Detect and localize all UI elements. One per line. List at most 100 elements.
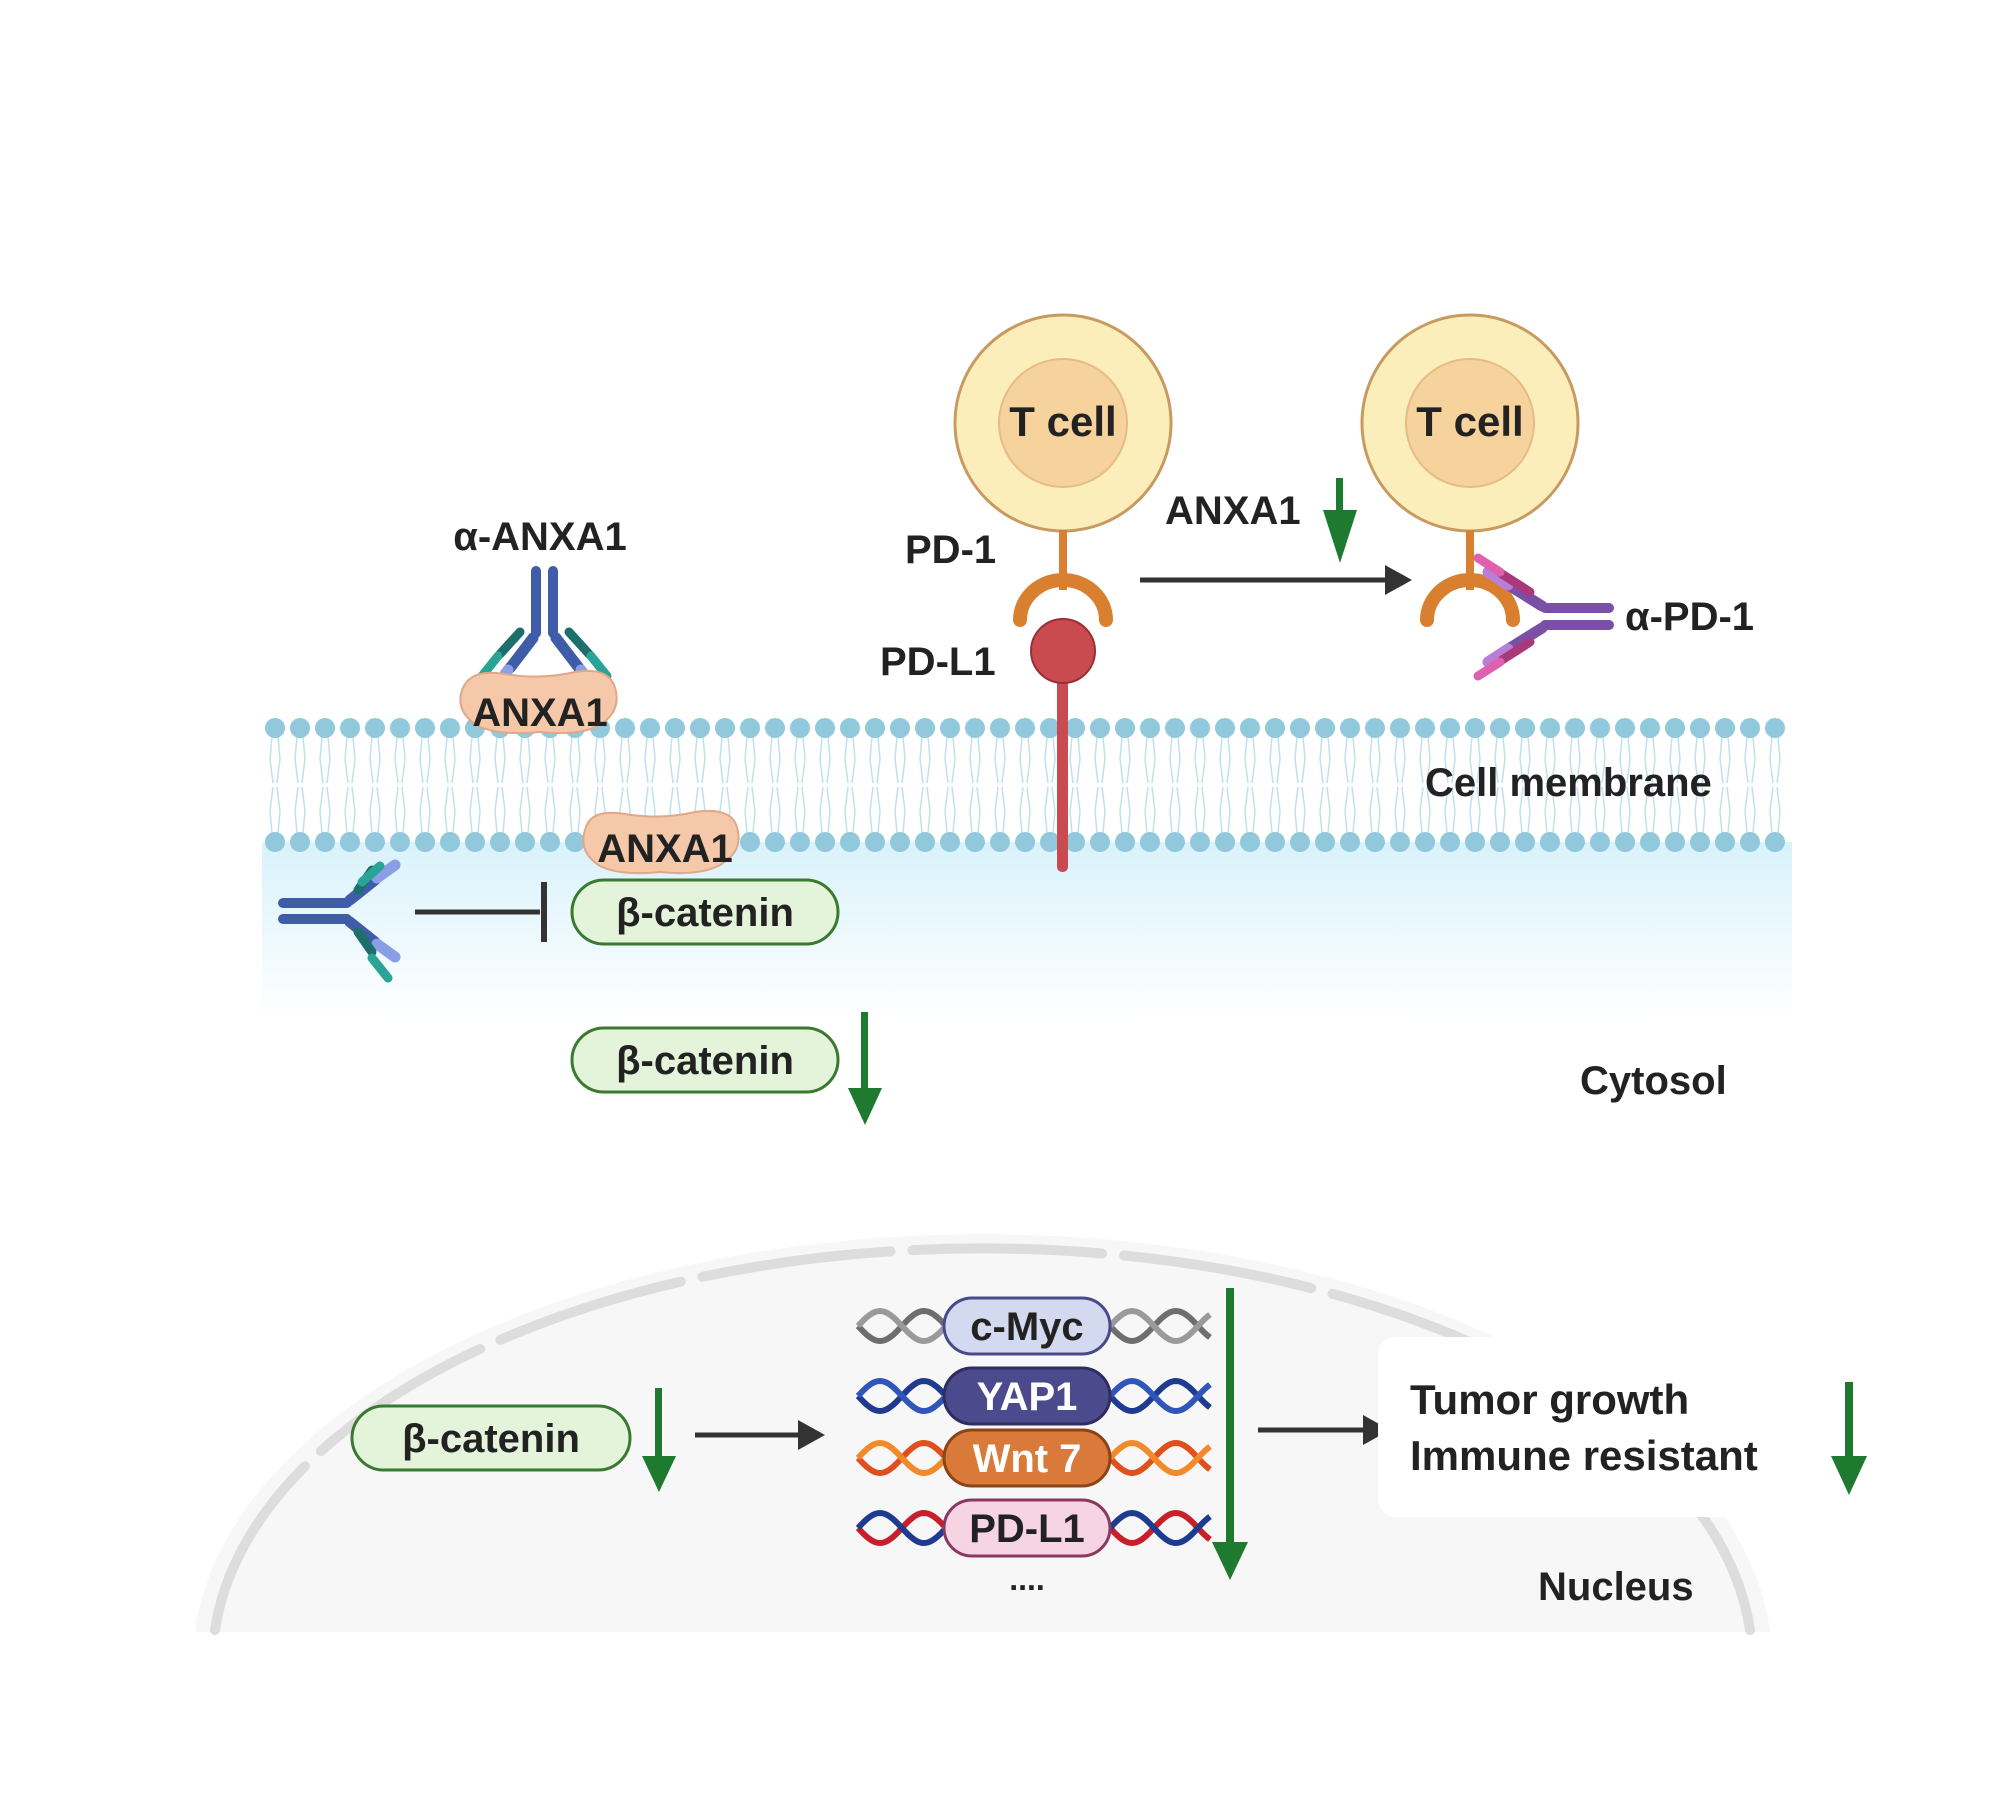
lipid-head	[1315, 718, 1335, 738]
lipid-head	[1590, 718, 1610, 738]
lipid-tail	[744, 736, 756, 784]
lipid-tail	[1144, 786, 1156, 834]
lipid-tail	[1694, 786, 1706, 834]
lipid-tail	[294, 736, 306, 784]
lipid-head	[1215, 718, 1235, 738]
lipid-head	[1540, 832, 1560, 852]
lipid-head	[1165, 718, 1185, 738]
t-cell-right: T cell	[1360, 313, 1580, 533]
lipid-tail	[694, 736, 706, 784]
lipid-tail	[469, 736, 481, 784]
lipid-head	[1390, 832, 1410, 852]
lipid-tail	[994, 736, 1006, 784]
lipid-tail	[1344, 736, 1356, 784]
lipid-head	[740, 718, 760, 738]
lipid-tail	[969, 736, 981, 784]
lipid-head	[515, 832, 535, 852]
lipid-head	[990, 718, 1010, 738]
lipid-head	[1490, 832, 1510, 852]
lipid-head	[915, 718, 935, 738]
lipid-tail	[1244, 786, 1256, 834]
lipid-tail	[819, 786, 831, 834]
beta-catenin-membrane-label: β-catenin	[616, 891, 794, 935]
lipid-tail	[1294, 736, 1306, 784]
dna-helix-cmyc	[855, 1307, 947, 1345]
lipid-tail	[269, 736, 281, 784]
lipid-head	[1215, 832, 1235, 852]
lipid-head	[615, 718, 635, 738]
dna-helices	[855, 1307, 1212, 1547]
lipid-tail	[419, 736, 431, 784]
lipid-tail	[744, 786, 756, 834]
lipid-tail	[1269, 736, 1281, 784]
lipid-head	[865, 832, 885, 852]
t-cell-left-label: T cell	[1009, 398, 1116, 445]
lipid-tail	[544, 736, 556, 784]
lipid-tail	[1669, 736, 1681, 784]
lipid-head	[1115, 718, 1135, 738]
lipid-head	[965, 718, 985, 738]
lipid-tail	[1419, 736, 1431, 784]
lipid-head	[940, 832, 960, 852]
lipid-tail	[344, 736, 356, 784]
lipid-head	[790, 832, 810, 852]
lipid-head	[1765, 718, 1785, 738]
gene-pdl1: PD-L1	[942, 1498, 1112, 1558]
lipid-tail	[1619, 736, 1631, 784]
lipid-tail	[869, 786, 881, 834]
outcome-box: Tumor growth Immune resistant	[1378, 1337, 1798, 1517]
lipid-tail	[1594, 736, 1606, 784]
lipid-tail	[494, 736, 506, 784]
lipid-head	[1365, 718, 1385, 738]
lipid-head	[290, 718, 310, 738]
lipid-head	[1190, 718, 1210, 738]
lipid-head	[465, 832, 485, 852]
lipid-tail	[1494, 786, 1506, 834]
lipid-tail	[619, 736, 631, 784]
lipid-tail	[1519, 786, 1531, 834]
lipid-head	[1015, 832, 1035, 852]
dna-helix-pdl1	[1107, 1509, 1212, 1547]
lipid-head	[1640, 832, 1660, 852]
to-genes-arrow	[695, 1420, 825, 1450]
alpha-pd1-label: α-PD-1	[1625, 595, 1754, 639]
lipid-tail	[419, 786, 431, 834]
lipid-head	[1615, 832, 1635, 852]
lipid-head	[390, 832, 410, 852]
lipid-tail	[1094, 736, 1106, 784]
lipid-head	[390, 718, 410, 738]
outcome-down-arrow-icon	[1831, 1382, 1867, 1495]
dna-helix-cmyc	[1107, 1307, 1212, 1345]
lipid-tail	[994, 786, 1006, 834]
dna-helix-yap1	[1107, 1377, 1212, 1415]
gene-wnt7-label: Wnt 7	[973, 1437, 1082, 1481]
lipid-tail	[544, 786, 556, 834]
pdl1-ligand	[1030, 618, 1096, 872]
lipid-tail	[944, 736, 956, 784]
lipid-tail	[1494, 736, 1506, 784]
lipid-tail	[1069, 786, 1081, 834]
lipid-head	[865, 718, 885, 738]
lipid-head	[1415, 718, 1435, 738]
lipid-tail	[1619, 786, 1631, 834]
pd1-label: PD-1	[905, 528, 996, 572]
lipid-tail	[1569, 736, 1581, 784]
lipid-head	[1240, 832, 1260, 852]
lipid-head	[315, 718, 335, 738]
lipid-head	[290, 832, 310, 852]
lipid-head	[365, 832, 385, 852]
lipid-head	[1565, 718, 1585, 738]
pd1-receptor-right	[1420, 530, 1520, 627]
lipid-head	[1665, 718, 1685, 738]
lipid-head	[1040, 718, 1060, 738]
lipid-head	[815, 832, 835, 852]
lipid-head	[315, 832, 335, 852]
lipid-tail	[769, 786, 781, 834]
lipid-head	[1140, 832, 1160, 852]
lipid-head	[740, 832, 760, 852]
dna-helix-wnt7	[855, 1439, 947, 1477]
lipid-tail	[969, 786, 981, 834]
lipid-tail	[1019, 736, 1031, 784]
anxa1-inner-protein	[582, 810, 740, 875]
